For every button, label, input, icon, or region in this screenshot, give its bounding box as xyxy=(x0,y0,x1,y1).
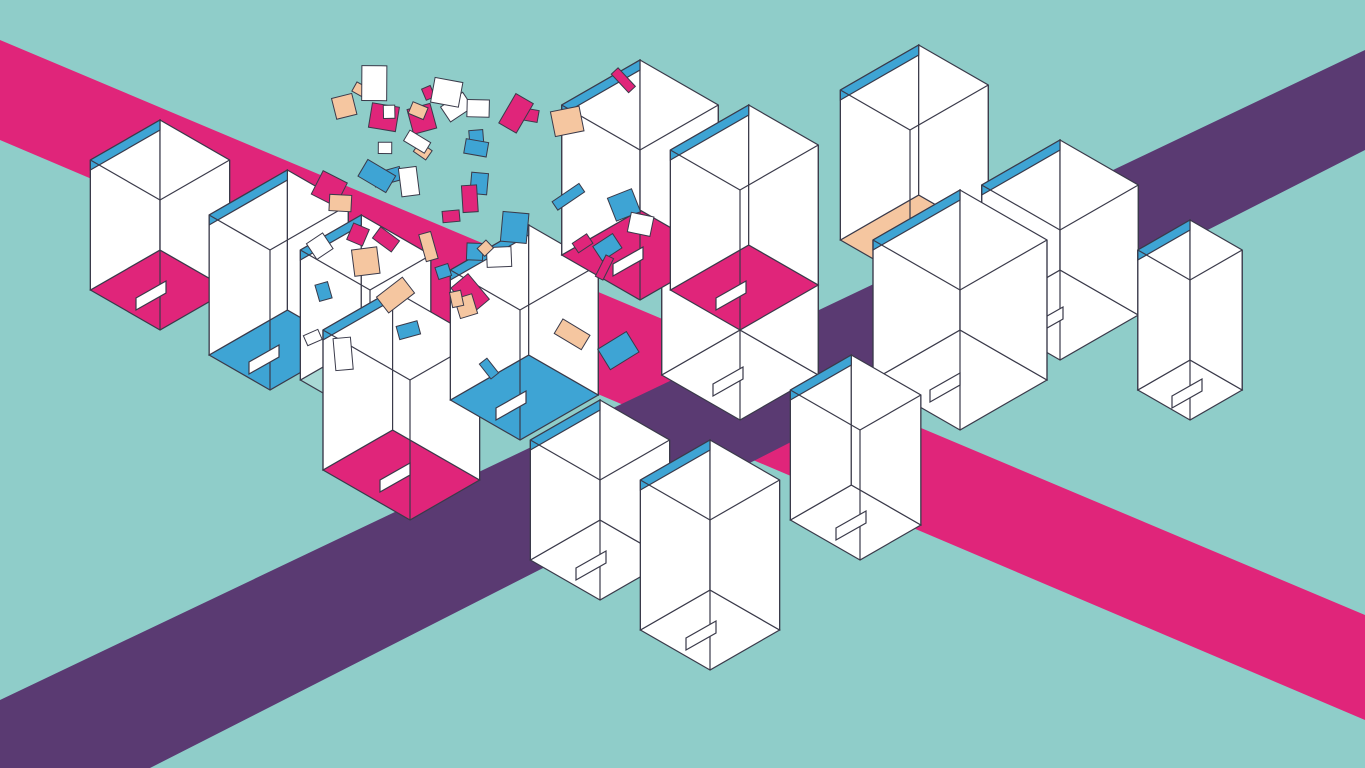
office-cubicle xyxy=(789,353,923,561)
desk xyxy=(379,461,411,494)
debris-block xyxy=(382,104,396,120)
glass-edge xyxy=(981,184,1061,231)
office-cubicle xyxy=(1136,218,1244,421)
debris-block xyxy=(498,92,535,134)
glass-edge xyxy=(208,214,271,251)
debris-block xyxy=(357,158,397,194)
desk xyxy=(575,549,607,582)
glass-edge xyxy=(300,249,371,291)
debris-block xyxy=(375,276,416,314)
glass-edge xyxy=(840,89,911,131)
debris-block xyxy=(441,209,461,224)
debris-block xyxy=(610,67,637,94)
debris-block xyxy=(571,233,594,254)
office-cubicle xyxy=(669,103,820,331)
glass-edge xyxy=(1059,184,1139,231)
debris-block xyxy=(402,129,432,154)
office-cubicle xyxy=(449,223,600,441)
glass-edge xyxy=(909,84,989,131)
debris-block xyxy=(302,328,323,347)
office-rooms xyxy=(89,43,1244,671)
glass-edge xyxy=(959,239,1048,291)
desk xyxy=(712,365,744,398)
debris-block xyxy=(430,76,464,108)
flying-furniture-pieces xyxy=(302,65,655,380)
debris-block xyxy=(434,262,453,281)
glass-edge xyxy=(159,159,230,201)
debris-block xyxy=(597,330,640,371)
glass-edge xyxy=(670,149,741,191)
back-right-wall xyxy=(1189,218,1243,392)
glass-edge xyxy=(859,394,922,431)
debris-block xyxy=(463,138,490,158)
desk xyxy=(612,245,644,278)
glass-edge xyxy=(872,239,961,291)
glass-edge xyxy=(519,264,599,311)
glass-edge xyxy=(1137,249,1191,281)
glass-edge xyxy=(369,254,432,291)
desk xyxy=(1171,377,1203,410)
glass-edge xyxy=(90,159,161,201)
debris-block xyxy=(330,92,358,120)
debris-block xyxy=(350,246,381,277)
desk xyxy=(135,279,167,312)
debris-block xyxy=(448,289,465,309)
debris-block xyxy=(361,65,388,102)
glass-edge xyxy=(639,104,719,151)
desk xyxy=(685,619,717,652)
debris-block xyxy=(460,184,479,214)
debris-block xyxy=(397,165,421,198)
glass-edge xyxy=(1189,249,1243,281)
debris-block xyxy=(407,101,429,121)
debris-block xyxy=(478,357,500,380)
debris-block xyxy=(594,254,615,281)
desk xyxy=(248,343,280,376)
debris-block xyxy=(418,230,439,263)
glass-edge xyxy=(269,204,349,251)
glass-edge xyxy=(640,479,711,521)
debris-block xyxy=(499,210,530,245)
debris-block xyxy=(328,193,353,213)
glass-edge xyxy=(790,389,861,431)
desk xyxy=(715,279,747,312)
office-cubicle xyxy=(89,118,231,331)
debris-block xyxy=(551,182,586,211)
debris-block xyxy=(549,105,585,138)
office-cubicle xyxy=(639,438,781,671)
desk xyxy=(929,371,961,404)
debris-block xyxy=(553,318,591,351)
desk xyxy=(495,389,527,422)
debris-block xyxy=(395,320,422,341)
debris-block xyxy=(626,211,655,237)
debris-block xyxy=(466,99,490,118)
glass-edge xyxy=(599,439,670,481)
glass-edge xyxy=(450,269,521,311)
debris-block xyxy=(592,232,623,262)
debris-block xyxy=(377,141,393,155)
debris-block xyxy=(476,239,495,257)
glass-edge xyxy=(739,144,819,191)
debris-block xyxy=(346,222,370,247)
glass-edge xyxy=(530,439,601,481)
desk xyxy=(835,509,867,542)
debris-block xyxy=(314,280,333,303)
debris-block xyxy=(485,246,513,268)
debris-block xyxy=(305,232,334,261)
debris-block xyxy=(332,336,354,372)
debris-block xyxy=(371,226,401,253)
glass-edge xyxy=(709,479,780,521)
